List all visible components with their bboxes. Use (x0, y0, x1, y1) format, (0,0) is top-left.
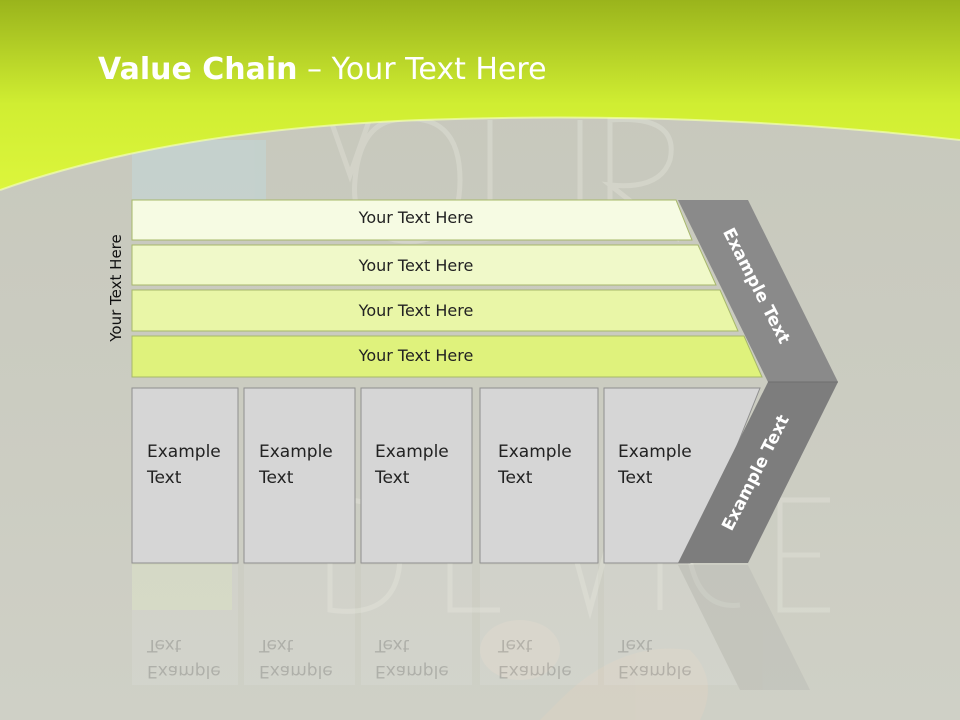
primary-box-5-line2: Text (618, 468, 653, 488)
reflection-box-5-line1: Example (618, 661, 692, 681)
primary-box-3-line2: Text (375, 468, 410, 488)
primary-box-4-line1: Example (498, 442, 572, 462)
reflection-box-2-line2: Text (259, 635, 294, 655)
margin-chevron (678, 200, 838, 563)
reflection-box-4-line2: Text (498, 635, 533, 655)
side-label: Your Text Here (107, 234, 125, 342)
reflection-box-2: Example Text (259, 632, 359, 684)
primary-box-2-line2: Text (259, 468, 294, 488)
boxes-reflection (132, 565, 810, 690)
primary-box-1-line2: Text (147, 468, 182, 488)
reflection-box-4-line1: Example (498, 661, 572, 681)
reflection-box-1-line2: Text (147, 635, 182, 655)
reflection-box-3-line1: Example (375, 661, 449, 681)
reflection-box-1: Example Text (147, 632, 247, 684)
reflection-box-2-line1: Example (259, 661, 333, 681)
title-bold: Value Chain (98, 52, 298, 87)
primary-box-5-line1: Example (618, 442, 692, 462)
support-row-label-2: Your Text Here (358, 256, 474, 275)
primary-box-3-line1: Example (375, 442, 449, 462)
title-rest: – Your Text Here (297, 52, 547, 87)
reflection-box-4: Example Text (498, 632, 598, 684)
primary-activity-boxes (131, 387, 761, 564)
primary-box-1-line1: Example (147, 442, 221, 462)
reflection-box-1-line1: Example (147, 661, 221, 681)
primary-box-4-line2: Text (498, 468, 533, 488)
reflection-box-5-line2: Text (618, 635, 653, 655)
slide-title: Value Chain – Your Text Here (98, 52, 547, 87)
support-row-label-1: Your Text Here (358, 208, 474, 227)
reflection-box-3-line2: Text (375, 635, 410, 655)
support-row-label-3: Your Text Here (358, 301, 474, 320)
support-rows (131, 199, 763, 378)
support-row-label-4: Your Text Here (358, 346, 474, 365)
reflection-box-3: Example Text (375, 632, 475, 684)
reflection-box-5: Example Text (618, 632, 718, 684)
primary-box-2-line1: Example (259, 442, 333, 462)
